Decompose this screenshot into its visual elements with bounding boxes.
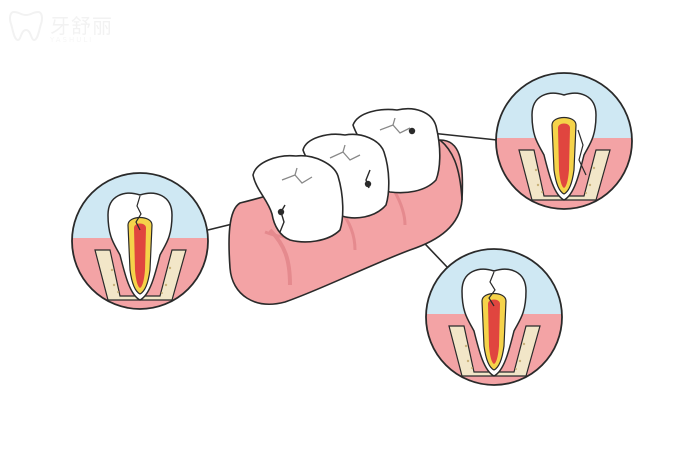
- molar-teeth: [252, 108, 441, 243]
- crack-detail-top-right: [495, 72, 633, 210]
- crack-detail-bottom-right: [425, 248, 563, 386]
- molar-left: [252, 154, 344, 243]
- crown-cracks: [281, 117, 411, 184]
- tooth-logo-icon: [9, 10, 43, 42]
- connector-dots: [277, 127, 416, 216]
- watermark-subtext: YASHULI: [50, 36, 94, 44]
- crack-detail-left: [71, 172, 209, 310]
- watermark-text: 牙舒丽: [50, 14, 113, 38]
- watermark-logo: 牙舒丽 YASHULI: [6, 6, 136, 46]
